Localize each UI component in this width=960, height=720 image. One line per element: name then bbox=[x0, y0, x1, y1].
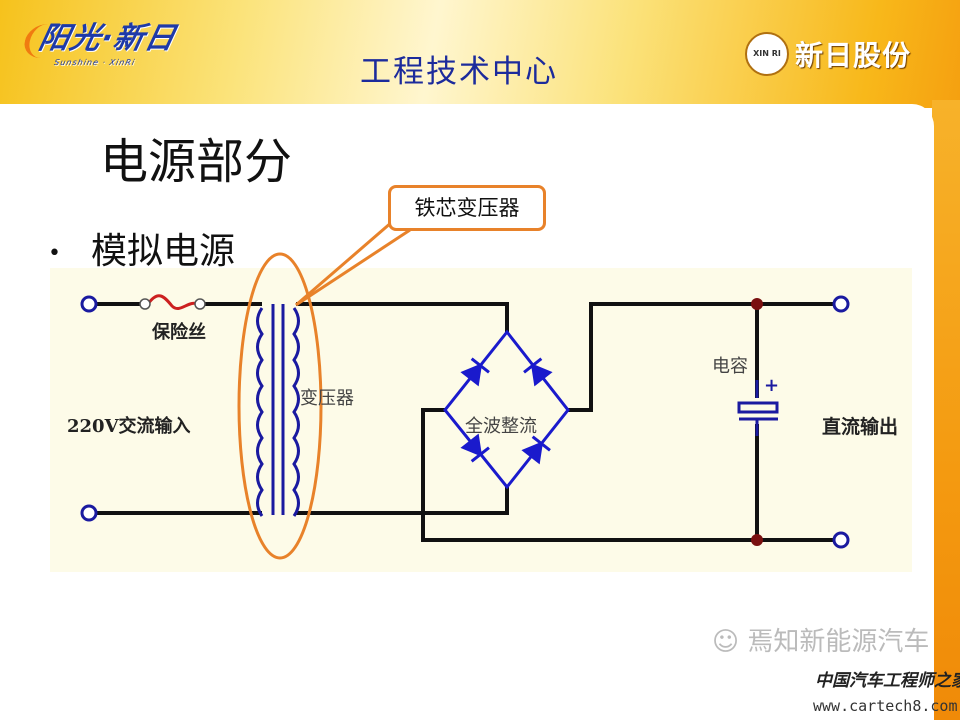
rectifier-label: 全波整流 bbox=[465, 416, 537, 437]
bullet-item: • 模拟电源 bbox=[48, 222, 235, 274]
output-terminal-top bbox=[832, 295, 850, 313]
dc-output-label: 直流输出 bbox=[822, 416, 899, 438]
site-name-watermark: 中国汽车工程师之家 bbox=[815, 671, 960, 691]
input-terminal-top bbox=[80, 295, 98, 313]
company-name: 新日股份 bbox=[795, 39, 912, 72]
callout-pointer bbox=[295, 220, 411, 307]
wires bbox=[95, 302, 838, 542]
bullet-text: 模拟电源 bbox=[90, 231, 235, 272]
wechat-account-name: 焉知新能源汽车 bbox=[747, 627, 930, 657]
diode-icon bbox=[460, 357, 490, 387]
wechat-icon: ☺ bbox=[712, 627, 748, 657]
bridge-rectifier bbox=[443, 329, 570, 490]
ac-input-label: 220V交流输入 bbox=[67, 416, 191, 437]
junction-dots bbox=[751, 298, 763, 546]
capacitor-polarity: + bbox=[764, 375, 780, 396]
transformer-highlight-ellipse bbox=[237, 252, 323, 560]
transformer-symbol bbox=[256, 304, 300, 517]
fuse-symbol bbox=[139, 294, 206, 310]
xinri-company-logo: XIN RI 新日股份 bbox=[745, 32, 911, 76]
input-terminal-bottom bbox=[80, 504, 98, 522]
transformer-label: 变压器 bbox=[300, 388, 354, 409]
header-title: 工程技术中心 bbox=[360, 54, 558, 90]
diode-icon bbox=[521, 435, 551, 465]
bullet-dot: • bbox=[48, 240, 61, 266]
wechat-watermark: ☺ 焉知新能源汽车 bbox=[712, 626, 929, 658]
iron-core-transformer-callout: 铁芯变压器 bbox=[388, 185, 546, 231]
fuse-label: 保险丝 bbox=[152, 322, 206, 343]
slide-header bbox=[0, 0, 960, 108]
output-terminal-bottom bbox=[832, 531, 850, 549]
capacitor-symbol bbox=[737, 380, 779, 436]
slide-title: 电源部分 bbox=[100, 134, 293, 190]
diode-icon bbox=[460, 433, 490, 463]
diode-icon bbox=[523, 357, 553, 387]
side-decoration-bar bbox=[932, 100, 960, 720]
xinri-logo-mark: XIN RI bbox=[745, 32, 789, 76]
capacitor-label: 电容 bbox=[712, 356, 748, 377]
site-url-watermark: www.cartech8.com bbox=[813, 697, 958, 715]
